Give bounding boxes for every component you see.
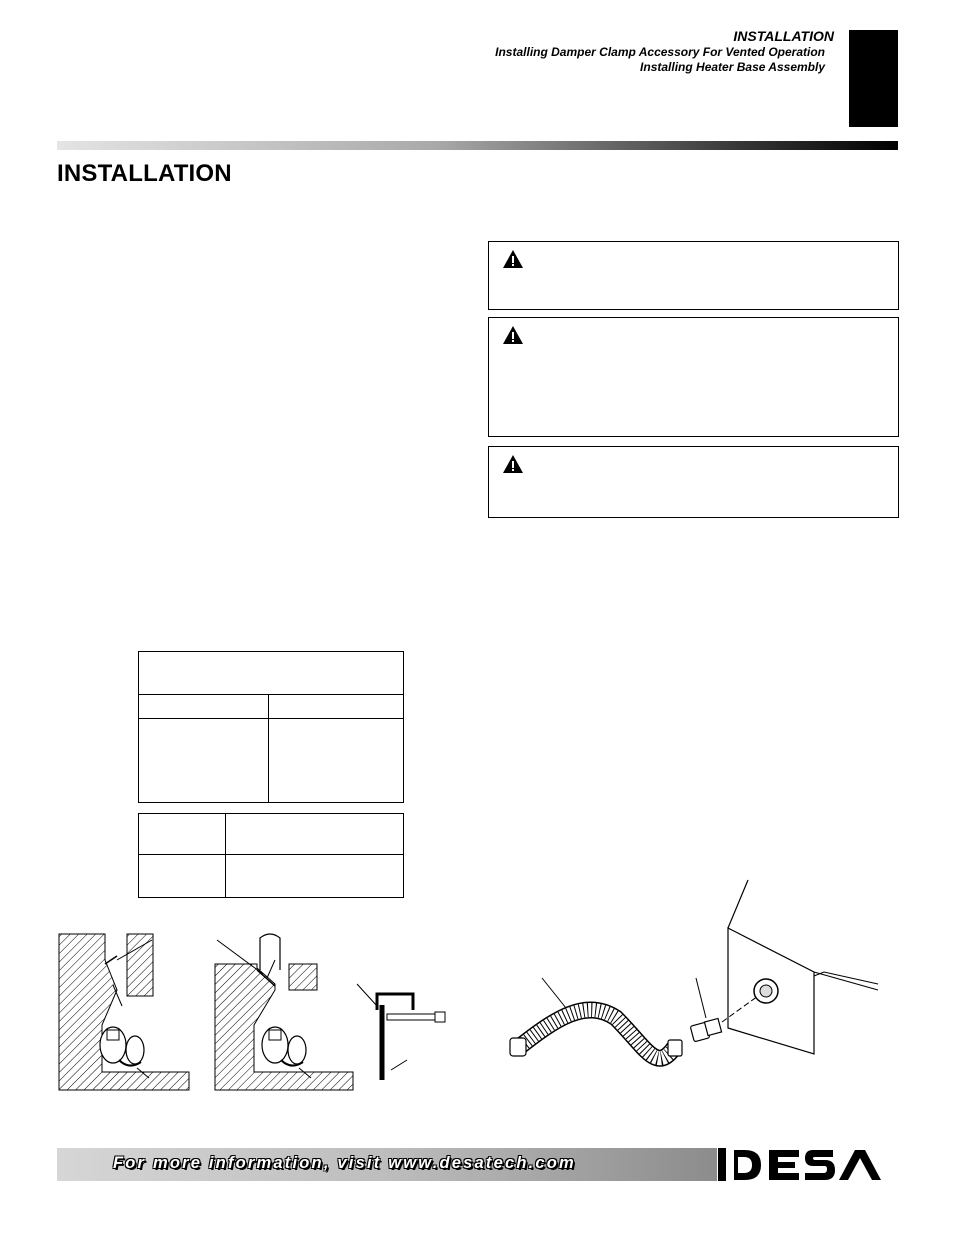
table-column-divider — [225, 814, 226, 897]
hose-leader-line — [541, 977, 567, 1009]
table-column-divider — [268, 694, 269, 802]
damper-clamp-figure — [58, 933, 446, 1091]
page-title: INSTALLATION — [57, 160, 232, 187]
flexible-gas-hose — [509, 1001, 683, 1067]
warning-triangle-icon — [503, 455, 523, 473]
footer-bar — [57, 1148, 717, 1181]
secondary-table — [138, 813, 404, 898]
header-subtitle-damper-clamp: Installing Damper Clamp Accessory For Ve… — [495, 45, 825, 59]
warning-triangle-icon — [503, 326, 523, 344]
fireplace-section-open-damper — [214, 933, 354, 1091]
header-divider-rule — [57, 141, 898, 150]
warning-box-1 — [488, 241, 899, 310]
warning-triangle-icon — [503, 250, 523, 268]
warning-box-3 — [488, 446, 899, 518]
footer-website-text: For more information, visit www.desatech… — [113, 1154, 576, 1172]
table-header-row — [139, 652, 403, 695]
heater-base-panel — [727, 879, 879, 1055]
damper-clamp-detail — [356, 983, 446, 1080]
section-tab-marker — [849, 30, 898, 127]
table-row-divider — [139, 854, 403, 855]
desa-logo — [729, 1150, 881, 1180]
header-subtitle-heater-base: Installing Heater Base Assembly — [640, 60, 825, 74]
specification-table — [138, 651, 404, 803]
fireplace-section-closed-damper — [58, 933, 190, 1091]
footer-bar-cap — [718, 1148, 726, 1181]
table-column-header-row — [139, 694, 403, 719]
header-section-title: INSTALLATION — [733, 28, 834, 44]
hose-fitting — [690, 995, 759, 1042]
warning-box-2 — [488, 317, 899, 437]
heater-base-hose-figure — [509, 879, 879, 1067]
fitting-leader-line — [695, 977, 707, 1019]
